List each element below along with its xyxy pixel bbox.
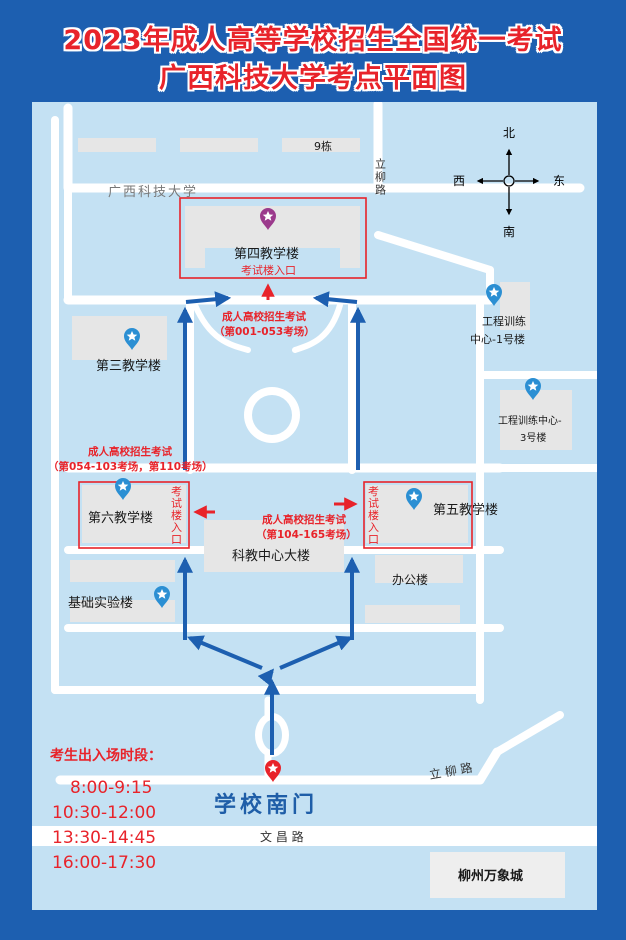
compass-north: 北	[503, 126, 515, 140]
times-heading: 考生出入场时段：	[50, 747, 162, 764]
svg-text:考: 考	[368, 485, 379, 498]
teaching4-pin-icon	[260, 208, 276, 230]
gate-pin-icon	[265, 760, 281, 782]
road-network	[51, 102, 597, 785]
route-arrows	[177, 291, 366, 755]
wenchang-road	[32, 826, 597, 846]
label-training1-line1: 工程训练	[482, 314, 526, 328]
label-teaching5: 第五教学楼	[433, 502, 498, 518]
exam-building-highlights	[78, 197, 473, 549]
campus-map: 北 南 东 西 立柳路 立 柳 路 文 昌 路 广西科技大学 9栋 第四教学楼 …	[32, 102, 597, 910]
entrance-teaching4: 考试楼入口	[241, 263, 296, 277]
buildings	[70, 138, 572, 898]
time-slot: 13:30-14:45	[52, 828, 156, 848]
exam-note-top-rooms: （第001-053考场）	[214, 325, 315, 338]
time-slot: 8:00-9:15	[70, 778, 153, 798]
poster-title-line1: 2023年成人高等学校招生全国统一考试	[63, 25, 563, 56]
compass-south: 南	[503, 224, 515, 239]
road-liliu-horizontal: 立 柳 路	[428, 760, 474, 782]
label-science-center: 科教中心大楼	[232, 548, 310, 564]
label-lab: 基础实验楼	[68, 595, 133, 611]
svg-text:试: 试	[171, 497, 182, 510]
entrance-arrows	[193, 283, 358, 519]
label-office: 办公楼	[392, 572, 428, 587]
exam-note-left-title: 成人高校招生考试	[88, 445, 172, 458]
svg-text:试: 试	[368, 497, 379, 510]
label-building9: 9栋	[314, 139, 332, 153]
svg-text:考: 考	[171, 485, 182, 498]
campus-label: 广西科技大学	[108, 184, 198, 200]
compass-west: 西	[453, 174, 465, 188]
label-wanxiang: 柳州万象城	[458, 868, 523, 884]
label-teaching6: 第六教学楼	[88, 510, 153, 526]
exam-note-right-rooms: （第104-165考场）	[256, 528, 357, 541]
map-canvas: 北 南 东 西 立柳路 立 柳 路 文 昌 路 广西科技大学 9栋 第四教学楼 …	[32, 102, 597, 898]
svg-text:口: 口	[171, 533, 182, 546]
compass	[476, 148, 540, 216]
svg-text:楼: 楼	[368, 508, 379, 522]
time-slot: 16:00-17:30	[52, 853, 156, 873]
svg-text:口: 口	[368, 533, 379, 546]
exam-note-top-title: 成人高校招生考试	[222, 310, 306, 323]
label-training3-line1: 工程训练中心-	[498, 414, 562, 427]
road-liliu-vertical-char1: 立柳路	[374, 157, 387, 197]
label-training1-line2: 中心-1号楼	[470, 332, 525, 346]
svg-text:楼: 楼	[171, 508, 182, 522]
exam-note-left-rooms: （第054-103考场，第110考场）	[48, 460, 213, 473]
label-teaching3: 第三教学楼	[96, 358, 161, 374]
compass-east: 东	[553, 174, 565, 188]
compass-center-icon	[503, 175, 515, 187]
entrance-teaching5: 考 试 楼 入 口	[368, 485, 379, 546]
poster-title-line2: 广西科技大学考点平面图	[159, 63, 467, 94]
south-gate-label: 学校南门	[214, 792, 318, 818]
exam-note-right-title: 成人高校招生考试	[262, 513, 346, 526]
road-wenchang: 文 昌 路	[260, 829, 304, 844]
svg-text:入: 入	[368, 521, 379, 534]
entrance-teaching6: 考 试 楼 入 口	[171, 485, 182, 546]
label-teaching4: 第四教学楼	[234, 246, 299, 262]
time-slot: 10:30-12:00	[52, 803, 156, 823]
label-training3-line2: 3号楼	[520, 431, 546, 444]
svg-text:入: 入	[171, 521, 182, 534]
